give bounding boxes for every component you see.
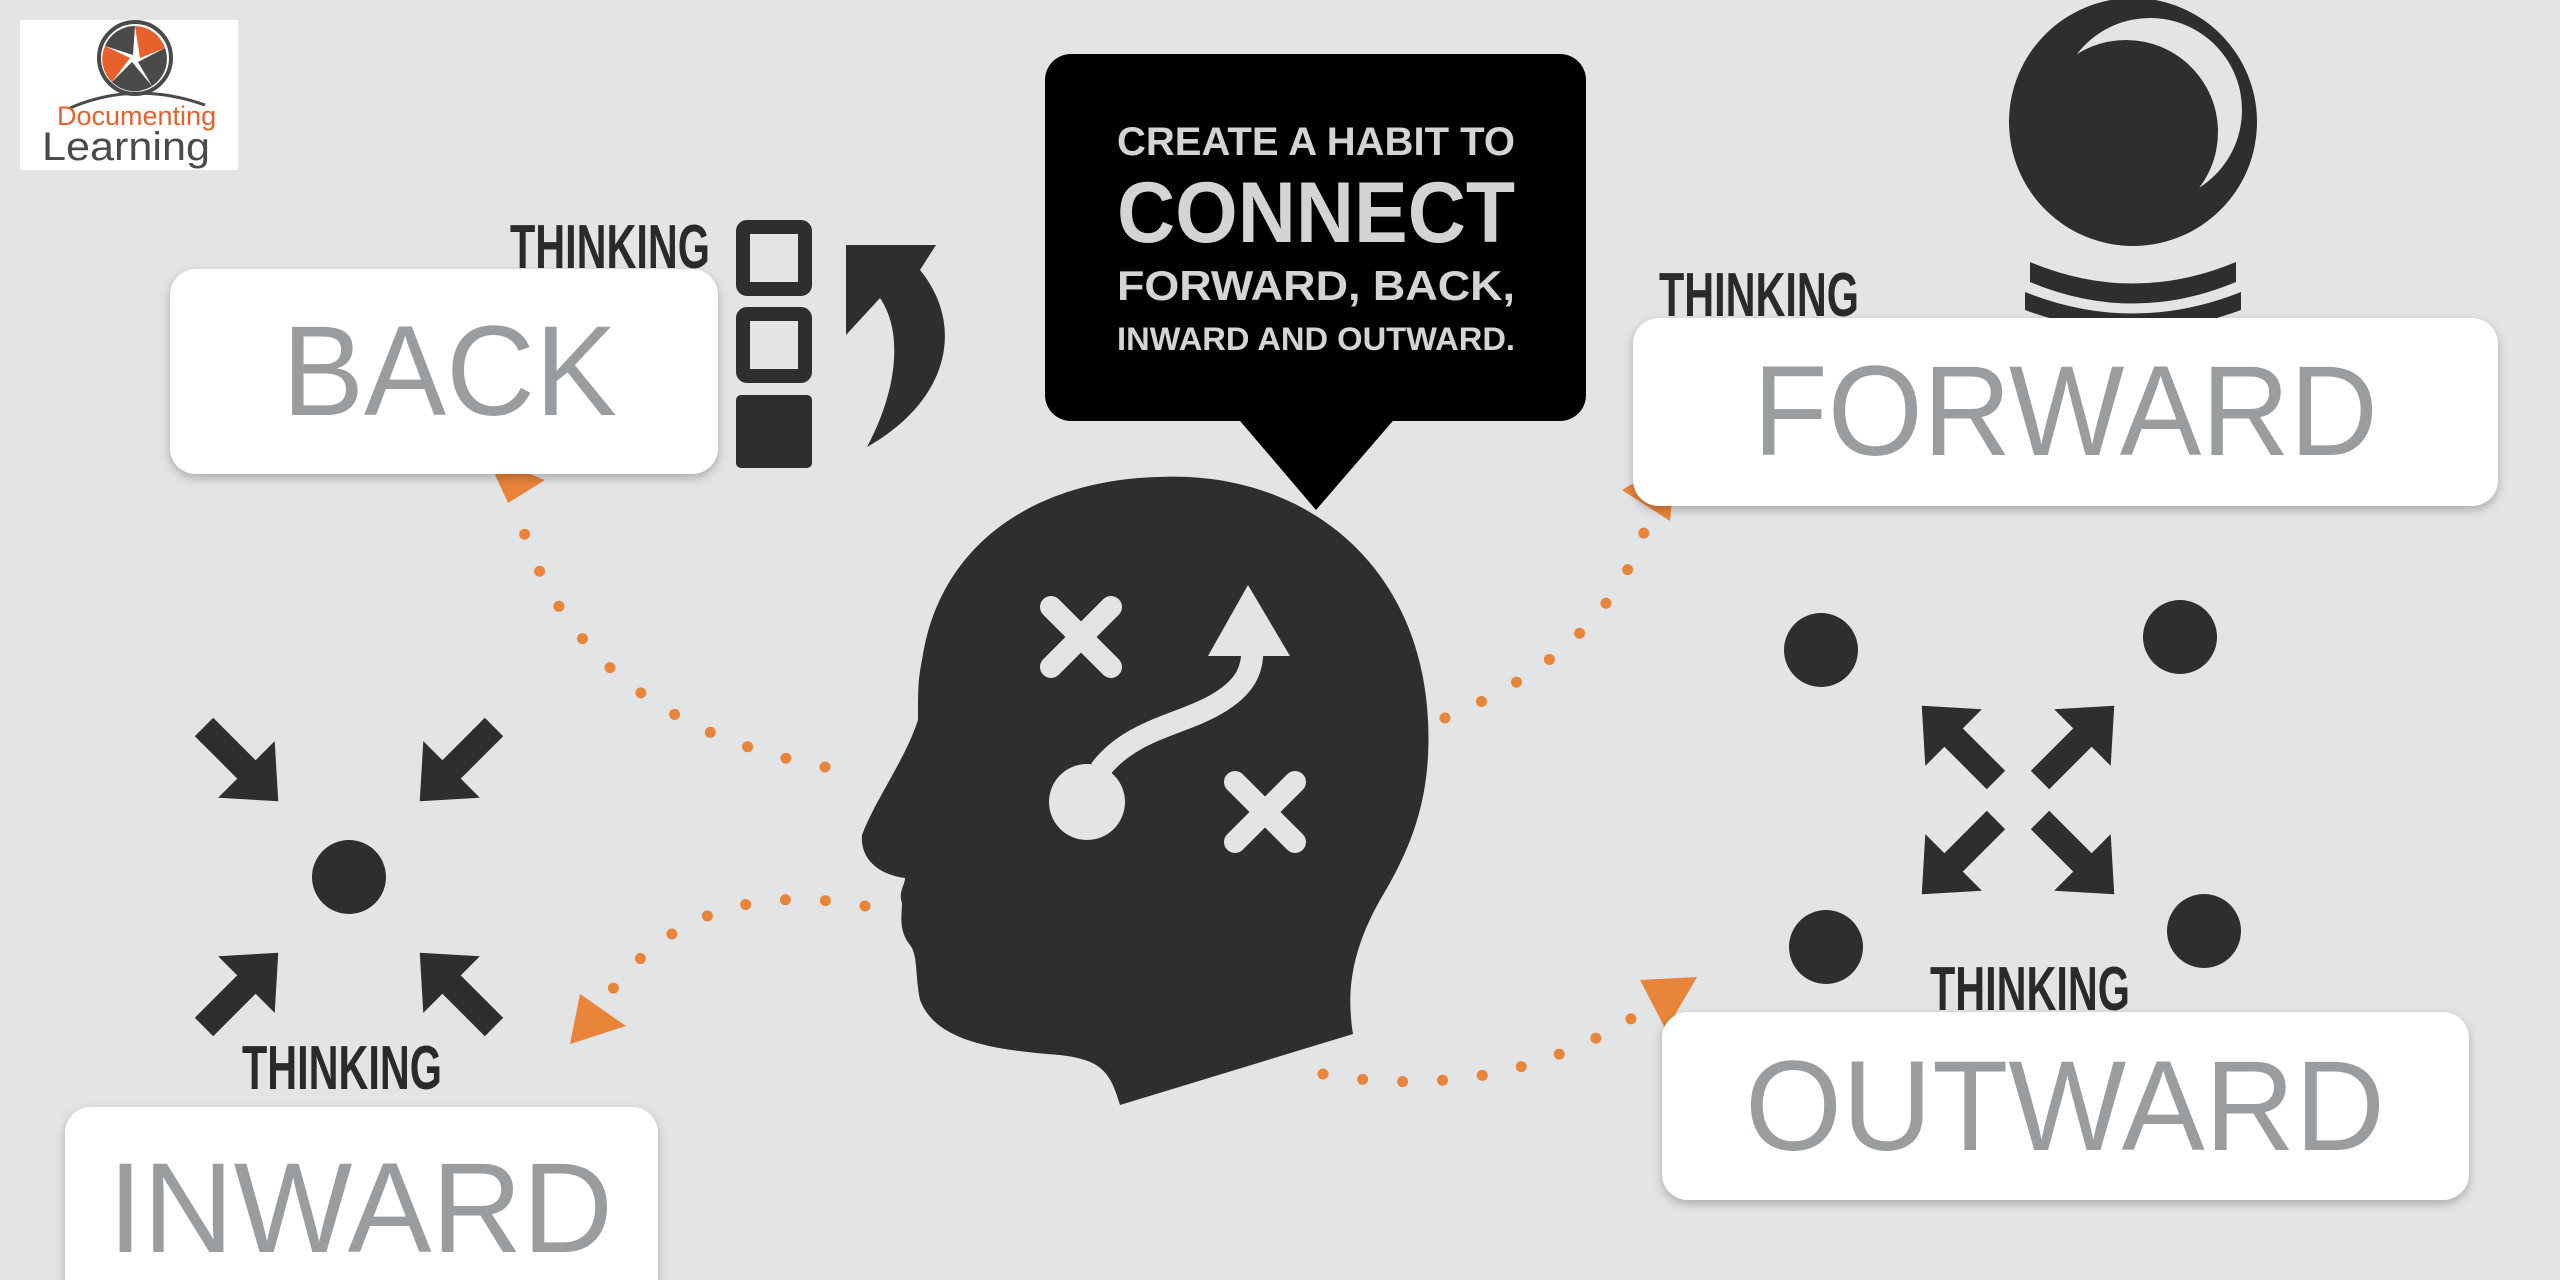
inward-thinking-label: THINKING	[242, 1034, 442, 1103]
speech-bubble: CREATE A HABIT TO CONNECT FORWARD, BACK,…	[1045, 54, 1586, 510]
outward-arrows-icon	[1784, 600, 2241, 984]
inward-arrows-icon	[175, 698, 523, 1056]
bubble-line-3: FORWARD, BACK,	[1117, 262, 1515, 309]
bubble-line-4: INWARD AND OUTWARD.	[1117, 321, 1515, 357]
back-label: BACK	[282, 300, 617, 443]
forward-thinking: THINKING FORWARD	[1633, 0, 2498, 506]
path-arrow-icon	[1049, 585, 1290, 840]
inward-label-box	[65, 1107, 658, 1280]
logo-text-learning: Learning	[42, 125, 210, 169]
checklist-icon	[736, 220, 812, 468]
bubble-line-2: CONNECT	[1117, 165, 1515, 261]
logo-text-documenting: Documenting	[57, 101, 216, 131]
outward-label-box	[1662, 1012, 2469, 1200]
x-mark-icon	[1040, 596, 1122, 678]
outward-label: OUTWARD	[1745, 1035, 2385, 1178]
back-label-box	[170, 269, 718, 474]
back-thinking: THINKING BACK	[170, 213, 945, 474]
curved-back-arrow-icon	[846, 245, 945, 447]
dotted-arrow-outward	[1317, 977, 1697, 1088]
inward-thinking: THINKING INWARD	[65, 698, 658, 1280]
crystal-ball-icon	[2009, 0, 2257, 330]
outward-thinking: THINKING OUTWARD	[1662, 600, 2469, 1200]
logo: Documenting Learning	[20, 20, 238, 170]
forward-label: FORWARD	[1753, 340, 2378, 483]
inward-label: INWARD	[108, 1137, 613, 1280]
dotted-arrow-inward	[570, 893, 871, 1044]
head-icon	[861, 476, 1429, 1105]
aperture-icon	[69, 20, 206, 110]
forward-label-box	[1633, 318, 2498, 506]
dotted-arrow-back	[487, 457, 831, 773]
x-mark-icon	[1224, 771, 1306, 853]
bubble-line-1: CREATE A HABIT TO	[1117, 120, 1515, 164]
